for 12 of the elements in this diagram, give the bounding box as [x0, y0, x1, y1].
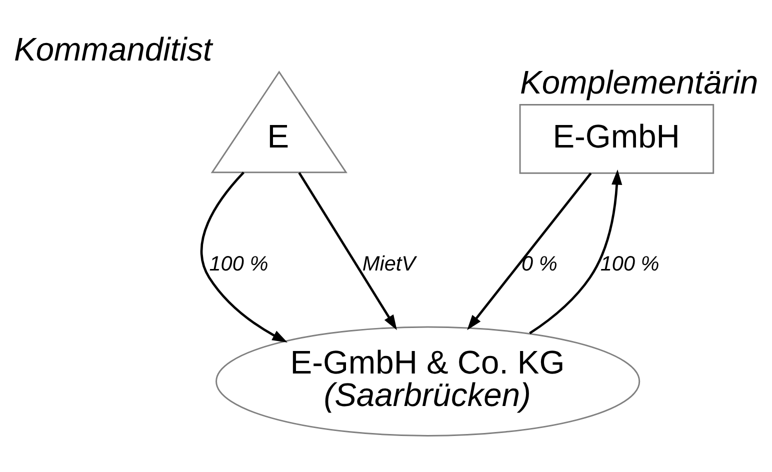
edge-label: 100 % — [600, 252, 660, 276]
node-label: Kommanditist — [14, 30, 212, 68]
arrow — [529, 170, 622, 334]
edge-label: MietV — [362, 252, 416, 276]
edge-label: 0 % — [522, 252, 558, 276]
node-label: Komplementärin — [520, 64, 758, 101]
node-box: E-GmbH — [519, 104, 714, 174]
arrow — [298, 172, 397, 330]
arrow — [200, 172, 288, 343]
node-ellipse: E-GmbH & Co. KG (Saarbrücken) — [216, 326, 640, 436]
arrow — [467, 172, 592, 330]
edge-label: 100 % — [209, 252, 268, 276]
